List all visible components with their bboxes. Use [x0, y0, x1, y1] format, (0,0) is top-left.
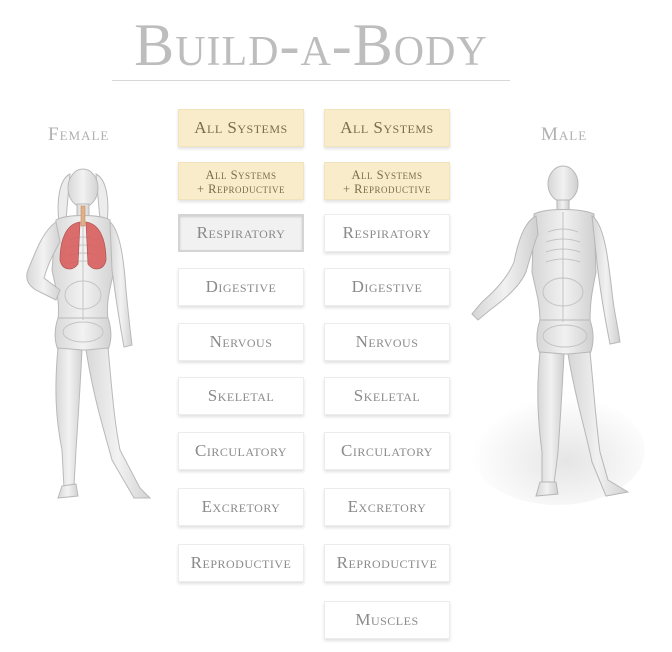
male-digestive-button[interactable]: Digestive: [324, 268, 450, 306]
male-body-figure: [471, 165, 630, 497]
male-nervous-button[interactable]: Nervous: [324, 323, 450, 361]
title-divider: [112, 80, 510, 81]
male-excretory-button[interactable]: Excretory: [324, 488, 450, 526]
female-respiratory-button[interactable]: Respiratory: [178, 214, 304, 252]
female-all-repro-line2: + Reproductive: [196, 182, 285, 196]
female-label: Female: [48, 124, 110, 145]
male-circulatory-button[interactable]: Circulatory: [324, 432, 450, 470]
female-circulatory-button[interactable]: Circulatory: [178, 432, 304, 470]
female-excretory-button[interactable]: Excretory: [178, 488, 304, 526]
page-title: Build-a-Body: [134, 12, 488, 78]
male-all-button[interactable]: All Systems: [324, 109, 450, 147]
male-label: Male: [541, 124, 588, 145]
male-all-repro-line1: All Systems: [351, 168, 423, 182]
female-all-repro-line1: All Systems: [205, 168, 277, 182]
female-all-button[interactable]: All Systems: [178, 109, 304, 147]
female-body-figure: [26, 168, 152, 499]
male-respiratory-button[interactable]: Respiratory: [324, 214, 450, 252]
male-all-repro-line2: + Reproductive: [342, 182, 431, 196]
female-reproductive-button[interactable]: Reproductive: [178, 544, 304, 582]
male-reproductive-button[interactable]: Reproductive: [324, 544, 450, 582]
male-skeletal-button[interactable]: Skeletal: [324, 377, 450, 415]
male-all-repro-button[interactable]: All Systems+ Reproductive: [324, 162, 450, 200]
female-skeletal-button[interactable]: Skeletal: [178, 377, 304, 415]
female-all-repro-button[interactable]: All Systems+ Reproductive: [178, 162, 304, 200]
female-digestive-button[interactable]: Digestive: [178, 268, 304, 306]
male-muscles-button[interactable]: Muscles: [324, 601, 450, 639]
female-nervous-button[interactable]: Nervous: [178, 323, 304, 361]
